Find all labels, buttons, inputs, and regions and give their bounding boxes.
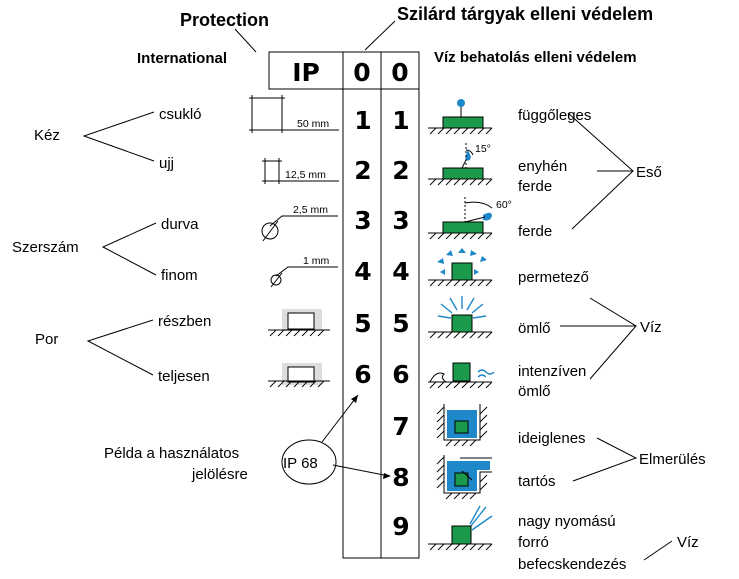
- temporary-immersion-icon: [436, 404, 488, 447]
- solid-digit: 4: [354, 257, 371, 286]
- ip-code: IP: [292, 58, 320, 87]
- size-12mm: 12,5 mm: [285, 169, 326, 181]
- wave-icon: [428, 362, 495, 389]
- water-digit: 5: [392, 309, 409, 338]
- label-jetting: ömlő: [518, 320, 551, 337]
- protection-label: Protection: [180, 10, 269, 30]
- water-protection-title: Víz behatolás elleni védelem: [434, 49, 637, 66]
- vertical-drip-icon: [428, 99, 493, 135]
- water-bracket: [589, 297, 637, 380]
- label-partial: részben: [158, 313, 211, 330]
- high-pressure-jet-icon: [428, 505, 493, 551]
- example-code: IP 68: [283, 455, 318, 472]
- tool-bracket: [101, 222, 157, 276]
- example-circle: [281, 439, 337, 485]
- hand-bracket: [82, 111, 155, 162]
- protection-leader: [234, 28, 257, 53]
- label-spraying: permetező: [518, 269, 589, 286]
- label-full: teljesen: [158, 368, 210, 385]
- label-fine: finom: [161, 267, 198, 284]
- dust-partial-icon: [268, 309, 330, 337]
- square-12mm-icon: [262, 158, 339, 184]
- solid-digit: 6: [354, 360, 371, 389]
- size-2-5mm: 2,5 mm: [293, 204, 328, 216]
- solid-digit: 5: [354, 309, 371, 338]
- water-digit-0: 0: [391, 58, 408, 87]
- example-label-2: jelölésre: [191, 466, 248, 483]
- label-tilted-2: ferde: [518, 223, 552, 240]
- solid-digit: 3: [354, 206, 371, 235]
- label-vertical: függőleges: [518, 107, 591, 124]
- category-immersion: Elmerülés: [639, 451, 706, 468]
- dust-full-icon: [268, 363, 330, 388]
- size-50mm: 50 mm: [297, 118, 329, 130]
- square-50mm-icon: [249, 95, 339, 133]
- example-arrow-8: [332, 464, 390, 477]
- label-intensive: intenzíven: [518, 363, 586, 380]
- splash-icon: [428, 248, 493, 287]
- solid-digit-0: 0: [353, 58, 370, 87]
- category-water: Víz: [640, 319, 662, 336]
- diameter-2-5mm-icon: [261, 215, 338, 242]
- category-rain: Eső: [636, 164, 662, 181]
- water-digit: 8: [392, 463, 409, 492]
- water-digit: 1: [392, 106, 409, 135]
- drip-15deg-icon: [428, 143, 493, 186]
- label-tilted-1: ferde: [518, 178, 552, 195]
- continuous-immersion-icon: [436, 455, 492, 500]
- category-hand: Kéz: [34, 127, 60, 144]
- label-slightly: enyhén: [518, 158, 567, 175]
- water-digit: 6: [392, 360, 409, 389]
- solid-title-leader: [364, 20, 396, 51]
- label-hot: forró: [518, 534, 549, 551]
- example-label-1: Példa a használatos: [104, 445, 239, 462]
- solid-protection-title: Szilárd tárgyak elleni védelem: [397, 4, 653, 24]
- angle-60: 60°: [496, 199, 512, 211]
- immersion-bracket: [572, 437, 638, 482]
- water-digit: 9: [392, 512, 409, 541]
- solid-digit: 1: [354, 106, 371, 135]
- water-digit: 2: [392, 156, 409, 185]
- example-arrow-6: [321, 394, 359, 443]
- category-dust: Por: [35, 331, 58, 348]
- dust-bracket: [86, 319, 154, 376]
- solid-digit: 2: [354, 156, 371, 185]
- diameter-1mm-icon: [270, 266, 338, 288]
- water-digit-column: [380, 88, 420, 559]
- label-continuous: tartós: [518, 473, 556, 490]
- label-temporary: ideiglenes: [518, 430, 586, 447]
- label-injection: befecskendezés: [518, 556, 626, 573]
- label-jetting-2: ömlő: [518, 383, 551, 400]
- water-digit: 7: [392, 412, 409, 441]
- label-high-pressure: nagy nyomású: [518, 513, 616, 530]
- water-digit: 3: [392, 206, 409, 235]
- international-label: International: [137, 50, 227, 67]
- label-wrist: csukló: [159, 106, 202, 123]
- category-tool: Szerszám: [12, 239, 79, 256]
- label-coarse: durva: [161, 216, 199, 233]
- size-1mm: 1 mm: [303, 255, 330, 267]
- water-jet-icon: [428, 296, 493, 339]
- water-digit: 4: [392, 257, 409, 286]
- spray-60deg-icon: [428, 197, 493, 240]
- angle-15: 15°: [475, 143, 491, 155]
- category-water-2: Víz: [677, 534, 699, 551]
- label-finger: ujj: [159, 155, 174, 172]
